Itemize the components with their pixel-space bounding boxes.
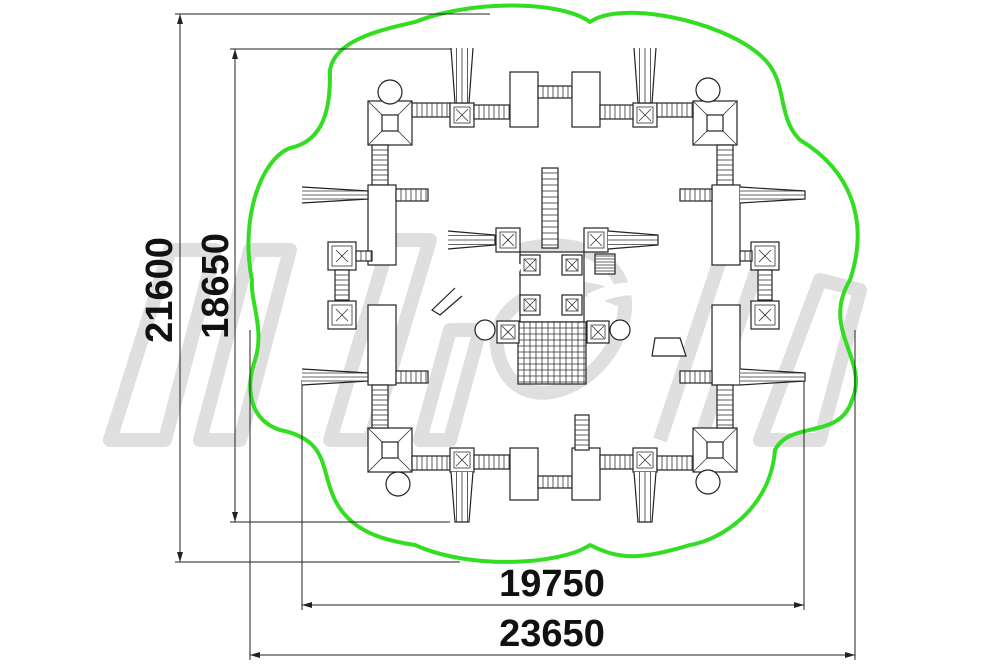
bridge (739, 250, 753, 262)
platform-cross (455, 453, 469, 467)
bridge (395, 370, 429, 384)
platform-inner (331, 245, 353, 267)
platform-inner (523, 298, 537, 312)
platform-cross (501, 325, 515, 339)
dimension-label-inner-width: 19750 (499, 563, 605, 605)
platform-cross (638, 108, 652, 122)
platform-inner (636, 451, 654, 469)
platform-inner (565, 258, 579, 272)
house (509, 71, 539, 128)
platform-inner (587, 231, 605, 249)
platform-inner (499, 231, 517, 249)
platform-cross (501, 233, 515, 247)
platform-cross (455, 108, 469, 122)
tower-post (381, 441, 399, 459)
platform-cross (589, 233, 603, 247)
platform-cross (565, 298, 579, 312)
bridge (716, 384, 734, 429)
round-platform (385, 471, 411, 497)
house (367, 184, 397, 266)
platform-cross (638, 453, 652, 467)
bridge (411, 455, 451, 471)
round-platform (474, 319, 496, 341)
platform-cross (758, 249, 772, 263)
platform-inner (453, 451, 471, 469)
bridge (679, 370, 713, 384)
house (571, 447, 601, 501)
dimension-label-outer-height: 21600 (139, 237, 181, 343)
climbing-net (517, 321, 587, 385)
platform-cross (758, 308, 772, 322)
tube-slide-exit (651, 337, 687, 357)
round-platform (695, 77, 721, 103)
tower-post (381, 114, 399, 132)
house (509, 447, 539, 501)
platform-inner (754, 245, 776, 267)
platform-inner (590, 324, 606, 340)
round-platform (609, 319, 631, 341)
bridge (371, 384, 389, 429)
platform-inner (331, 304, 353, 326)
dimension-arrowheads (177, 14, 855, 658)
platform-inner (565, 298, 579, 312)
tower-post (706, 441, 724, 459)
platform-cross (591, 325, 605, 339)
bridge (395, 188, 429, 202)
dimension-lines (175, 13, 856, 660)
platform-inner (453, 106, 471, 124)
platform-cross (565, 258, 579, 272)
safety-zone-outline (246, 3, 860, 564)
bridge (411, 102, 451, 118)
bridge (679, 188, 713, 202)
platform-inner (754, 304, 776, 326)
bridge (656, 455, 694, 471)
platform-inner (523, 258, 537, 272)
dimension-label-inner-height: 18650 (195, 233, 237, 339)
house (367, 304, 397, 386)
house (571, 71, 601, 128)
round-platform (377, 79, 403, 105)
platform-cross (523, 298, 537, 312)
platform-cross (335, 249, 349, 263)
tube-slide-inner (456, 259, 523, 315)
platform-inner (500, 324, 516, 340)
tower-post (706, 114, 724, 132)
platform-inner (636, 106, 654, 124)
playground-structure (301, 47, 806, 523)
platform-cross (335, 308, 349, 322)
dimension-label-outer-width: 23650 (499, 613, 605, 655)
bridge (574, 414, 590, 451)
tube-slide-inner (587, 282, 679, 343)
house (711, 184, 741, 266)
platform-cross (523, 258, 537, 272)
round-platform (695, 469, 721, 495)
house (711, 304, 741, 386)
center-ramp (541, 167, 559, 249)
tube-slide-exit (431, 287, 463, 316)
bridge (355, 250, 373, 262)
bridge (656, 102, 694, 118)
